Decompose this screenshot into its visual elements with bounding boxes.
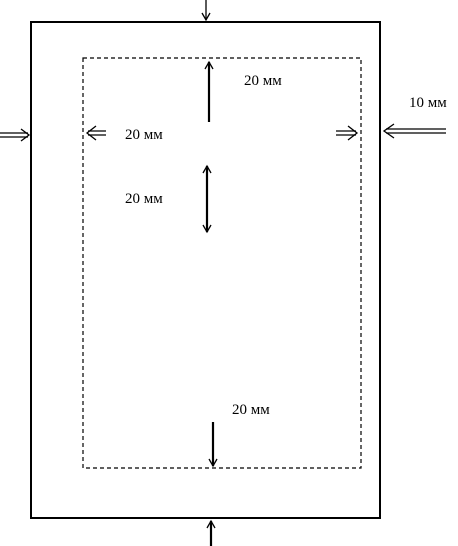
page-border [30, 21, 381, 519]
right-edge-arrow [382, 123, 446, 139]
left-edge-arrow [0, 128, 31, 142]
right-margin-arrow [336, 125, 359, 141]
text-area-border [82, 57, 362, 469]
top-margin-label: 20 мм [244, 73, 282, 89]
bottom-margin-label: 20 мм [232, 402, 270, 418]
line-spacing-label: 20 мм [125, 191, 163, 207]
right-margin-label: 10 мм [409, 95, 447, 111]
left-margin-label: 20 мм [125, 127, 163, 143]
left-margin-arrow [85, 125, 106, 141]
